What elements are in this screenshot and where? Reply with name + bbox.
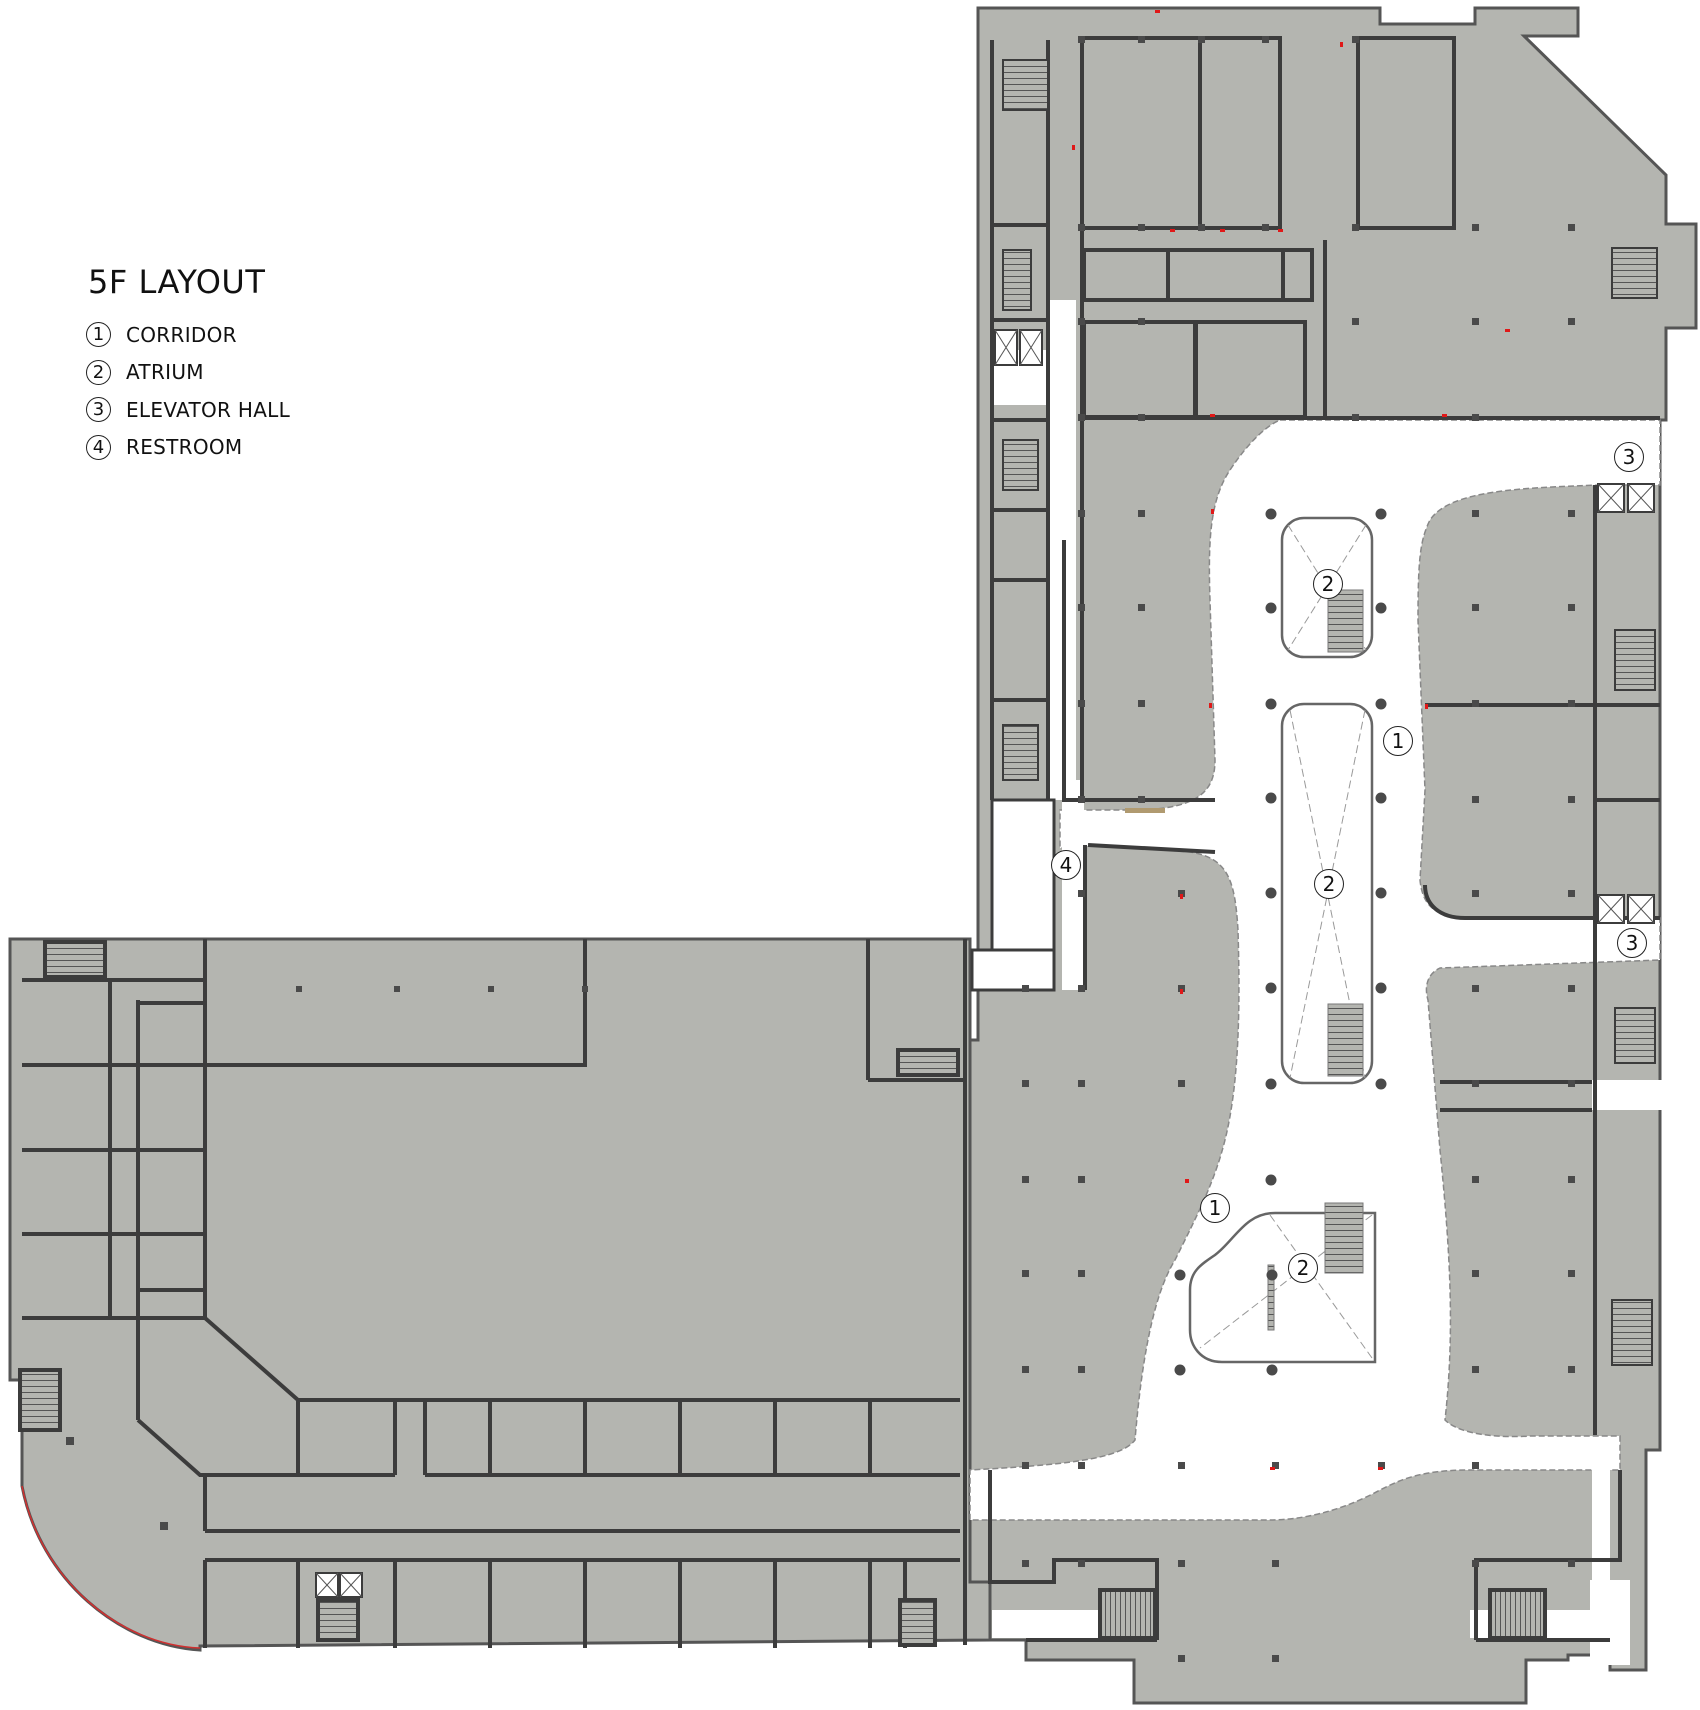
- stair-cores: [1002, 59, 1658, 1366]
- number-4-icon: 4: [86, 434, 111, 460]
- atrium-marker: 2: [1313, 569, 1343, 599]
- legend-item-corridor: 1 CORRIDOR: [86, 316, 290, 354]
- restroom-block: [970, 798, 1056, 992]
- corridor-marker: 1: [1383, 726, 1413, 756]
- escalators: [1267, 589, 1364, 1331]
- legend-label: ATRIUM: [126, 360, 204, 385]
- number-1-icon: 1: [86, 322, 111, 348]
- legend-item-restroom: 4 RESTROOM: [86, 429, 290, 467]
- corridor-marker: 1: [1200, 1193, 1230, 1223]
- fire-equipment-marks: [1072, 10, 1510, 1470]
- walls: [988, 36, 1660, 1642]
- legend-title: 5F LAYOUT: [88, 263, 266, 301]
- round-columns: [1174, 508, 1387, 1376]
- square-columns: [66, 36, 1575, 1662]
- legend-label: RESTROOM: [126, 435, 243, 460]
- atrium-marker: 2: [1288, 1253, 1318, 1283]
- south-west-walls: [18, 939, 967, 1648]
- elevator-cross-marks: [315, 329, 1655, 1598]
- legend-label: ELEVATOR HALL: [126, 397, 291, 422]
- reception-counter: [1125, 808, 1165, 813]
- legend-label: CORRIDOR: [126, 322, 237, 347]
- elevator-hall-marker: 3: [1614, 442, 1644, 472]
- restroom-marker: 4: [1051, 850, 1081, 880]
- number-2-icon: 2: [86, 359, 111, 385]
- number-3-icon: 3: [86, 397, 111, 423]
- south-west-block: [8, 937, 992, 1652]
- elevator-hall-marker: 3: [1617, 928, 1647, 958]
- legend-item-elevator-hall: 3 ELEVATOR HALL: [86, 391, 290, 429]
- legend: 5F LAYOUT 1 CORRIDOR 2 ATRIUM 3 ELEVATOR…: [86, 262, 290, 466]
- legend-item-atrium: 2 ATRIUM: [86, 354, 290, 392]
- atrium-marker: 2: [1314, 869, 1344, 899]
